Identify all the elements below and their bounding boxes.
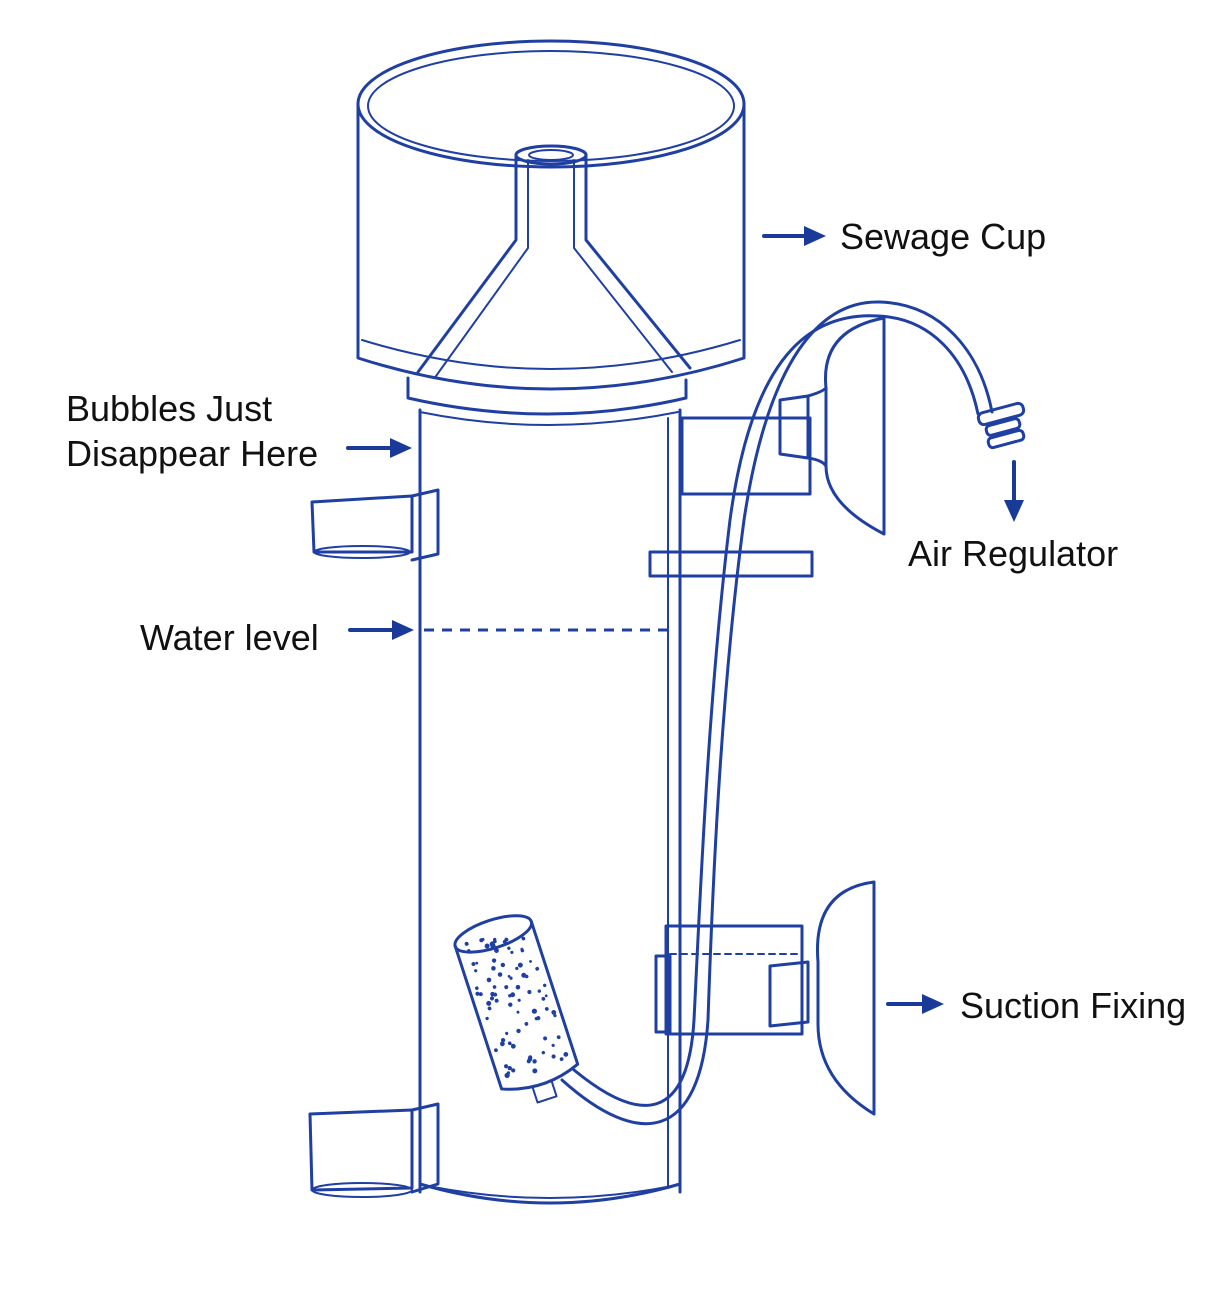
stone-dot <box>511 1068 516 1073</box>
stone-dot <box>507 1065 512 1071</box>
stone-dot <box>502 939 507 944</box>
stone-dot <box>524 1021 529 1026</box>
cup-collar <box>406 376 688 426</box>
stone-dot <box>520 948 525 953</box>
middle-bracket <box>648 550 814 578</box>
label-bubbles-line2: Disappear Here <box>66 433 318 474</box>
stone-dot <box>551 1043 555 1047</box>
stone-dot <box>516 1010 520 1014</box>
stone-dot <box>491 966 496 971</box>
arrow-suction-fixing <box>886 994 944 1014</box>
stone-dot <box>517 998 521 1002</box>
stone-dot <box>471 962 476 967</box>
air-stone <box>453 914 580 1104</box>
stone-dot <box>507 946 511 950</box>
stone-dot <box>544 994 548 998</box>
arrow-water-level <box>348 620 414 640</box>
stone-dot <box>503 1064 509 1069</box>
stone-dot <box>510 1043 516 1049</box>
label-water-level: Water level <box>140 617 319 658</box>
stone-dot <box>521 936 526 941</box>
stone-dot <box>474 969 478 973</box>
label-suction-fixing: Suction Fixing <box>960 985 1186 1026</box>
stone-dot <box>542 983 547 988</box>
stone-dot <box>492 985 497 989</box>
stone-dot <box>527 989 532 995</box>
stone-dot <box>491 958 497 963</box>
stone-dot <box>553 1014 557 1018</box>
stone-dot <box>510 992 516 998</box>
stone-dot <box>509 976 513 980</box>
air-regulator-connector <box>976 401 1026 450</box>
upper-clip <box>310 488 440 562</box>
stone-dot <box>515 966 519 971</box>
stone-dot <box>500 962 506 968</box>
stone-dot <box>494 998 499 1003</box>
stone-dot <box>475 991 480 996</box>
arrow-air-regulator <box>1004 460 1024 522</box>
stone-dot <box>537 989 541 993</box>
stone-dot <box>508 994 512 998</box>
label-bubbles-line1: Bubbles Just <box>66 388 272 429</box>
stone-dot <box>489 996 495 1001</box>
stone-dot <box>559 1057 564 1062</box>
stone-dot <box>475 961 479 965</box>
stone-dot <box>481 937 485 941</box>
stone-dot <box>467 948 471 953</box>
stone-dot <box>551 1054 556 1059</box>
stone-dot <box>531 1008 537 1014</box>
stone-dot <box>541 1050 546 1055</box>
stone-dot <box>505 1031 509 1036</box>
stone-dot <box>494 1048 498 1053</box>
main-tube <box>418 408 682 1205</box>
stone-dot <box>478 992 483 997</box>
upper-suction-assembly <box>680 316 886 536</box>
stone-dot <box>544 1007 549 1011</box>
label-sewage-cup: Sewage Cup <box>840 216 1046 257</box>
stone-dot <box>556 1035 561 1040</box>
stone-dot <box>485 1016 489 1021</box>
stone-dot <box>516 1028 521 1034</box>
stone-dot <box>464 941 469 946</box>
stone-dot <box>517 962 523 968</box>
stone-dot <box>532 1059 537 1064</box>
stone-dot <box>508 1002 513 1007</box>
stone-dot <box>487 1006 492 1011</box>
sewage-cup <box>356 39 746 391</box>
stone-dot <box>489 941 495 947</box>
stone-dot <box>507 1041 512 1046</box>
stone-dot <box>551 1009 557 1015</box>
stone-dot <box>534 1016 539 1021</box>
stone-dot <box>475 986 479 990</box>
stone-dot <box>563 1051 569 1057</box>
stone-dot <box>500 1037 506 1043</box>
lower-suction-assembly <box>654 880 876 1116</box>
stone-dot <box>491 992 495 995</box>
stone-dot <box>486 1000 492 1006</box>
arrow-sewage-cup <box>762 226 826 246</box>
arrow-bubbles <box>346 438 412 458</box>
stone-dot <box>526 1059 531 1064</box>
stone-dot <box>507 974 511 978</box>
stone-dot <box>484 943 490 949</box>
stone-dot <box>504 985 509 990</box>
stone-dot <box>529 960 532 963</box>
lower-clip <box>308 1102 440 1198</box>
air-tube <box>560 300 994 1126</box>
stone-dot <box>486 977 492 983</box>
stone-dot <box>521 972 527 978</box>
stone-dot <box>541 996 546 1001</box>
stone-dot <box>543 1036 548 1041</box>
stone-dot <box>494 948 499 953</box>
stone-dot <box>532 1068 538 1074</box>
stone-dot <box>515 984 521 990</box>
stone-dot <box>535 966 540 971</box>
label-air-regulator: Air Regulator <box>908 533 1118 574</box>
stone-dot <box>497 972 503 977</box>
stone-dot <box>510 950 514 954</box>
stone-dot <box>506 1071 511 1075</box>
stone-dot <box>499 1041 505 1047</box>
